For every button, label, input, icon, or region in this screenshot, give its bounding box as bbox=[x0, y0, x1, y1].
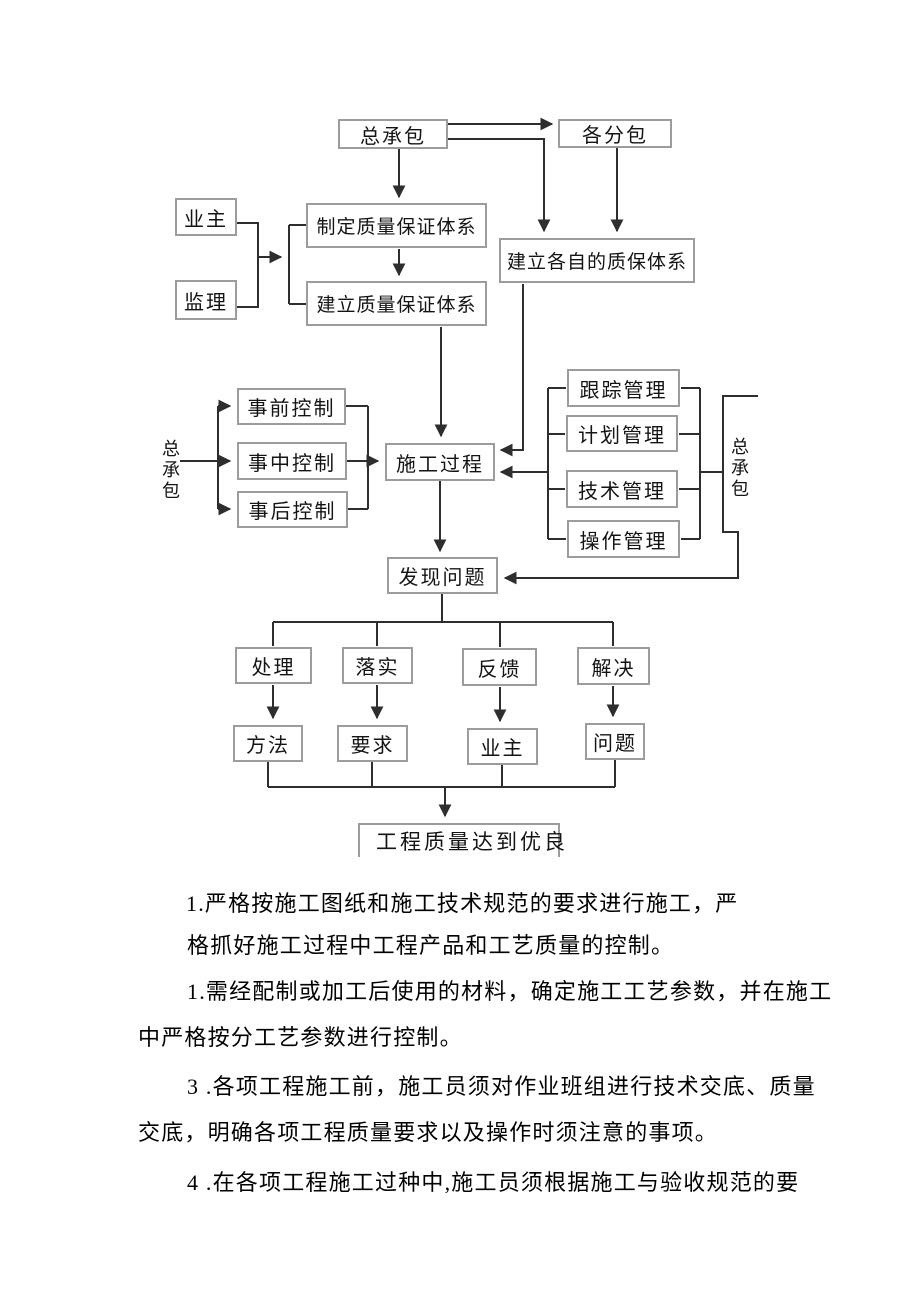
node-establish-own-qa-system: 建立各自的质保体系 bbox=[499, 238, 695, 283]
node-pre-control: 事前控制 bbox=[237, 388, 346, 425]
paragraph-line-7: 4 .在各项工程施工过种中,施工员须根据施工与验收规范的要 bbox=[187, 1170, 800, 1195]
paragraph-line-3: 1.需经配制或加工后使用的材料，确定施工工艺参数，并在施工 bbox=[187, 979, 833, 1004]
node-formulate-qa-system: 制定质量保证体系 bbox=[306, 203, 487, 248]
node-owner: 业主 bbox=[175, 198, 237, 236]
node-subcontractors: 各分包 bbox=[558, 119, 672, 148]
node-supervisor: 监理 bbox=[175, 280, 237, 320]
node-plan-management: 计划管理 bbox=[566, 415, 678, 452]
paragraph-line-4: 中严格按分工艺参数进行控制。 bbox=[138, 1025, 463, 1050]
node-construction-process: 施工过程 bbox=[385, 443, 495, 481]
paragraph-line-1: 1.严格按施工图纸和施工技术规范的要求进行施工，严 bbox=[186, 891, 739, 916]
node-technical-management: 技术管理 bbox=[566, 470, 678, 508]
node-quality-excellent: 工程质量达到优良 bbox=[358, 823, 565, 857]
node-implement: 落实 bbox=[342, 647, 413, 684]
node-operation-management: 操作管理 bbox=[567, 520, 680, 558]
node-tracking-management: 跟踪管理 bbox=[567, 369, 680, 407]
node-feedback: 反馈 bbox=[462, 648, 537, 686]
node-problem: 问题 bbox=[585, 723, 645, 760]
node-find-problems: 发现问题 bbox=[387, 557, 498, 594]
node-establish-qa-system: 建立质量保证体系 bbox=[306, 281, 487, 326]
paragraph-line-5: 3 .各项工程施工前，施工员须对作业班组进行技术交底、质量 bbox=[187, 1074, 816, 1099]
node-general-contractor-top: 总承包 bbox=[338, 119, 448, 149]
label-general-contractor-right: 总承包 bbox=[729, 437, 749, 500]
node-in-process-control: 事中控制 bbox=[237, 442, 347, 480]
node-post-control: 事后控制 bbox=[237, 491, 348, 528]
node-owner-2: 业主 bbox=[467, 728, 538, 765]
node-requirement: 要求 bbox=[337, 725, 408, 762]
paragraph-line-2: 格抓好施工过程中工程产品和工艺质量的控制。 bbox=[187, 933, 675, 958]
node-handle: 处理 bbox=[235, 647, 312, 684]
node-solve: 解决 bbox=[577, 647, 650, 685]
paragraph-line-6: 交底，明确各项工程质量要求以及操作时须注意的事项。 bbox=[138, 1120, 719, 1145]
label-general-contractor-left: 总承包 bbox=[160, 439, 180, 502]
node-method: 方法 bbox=[233, 725, 303, 762]
